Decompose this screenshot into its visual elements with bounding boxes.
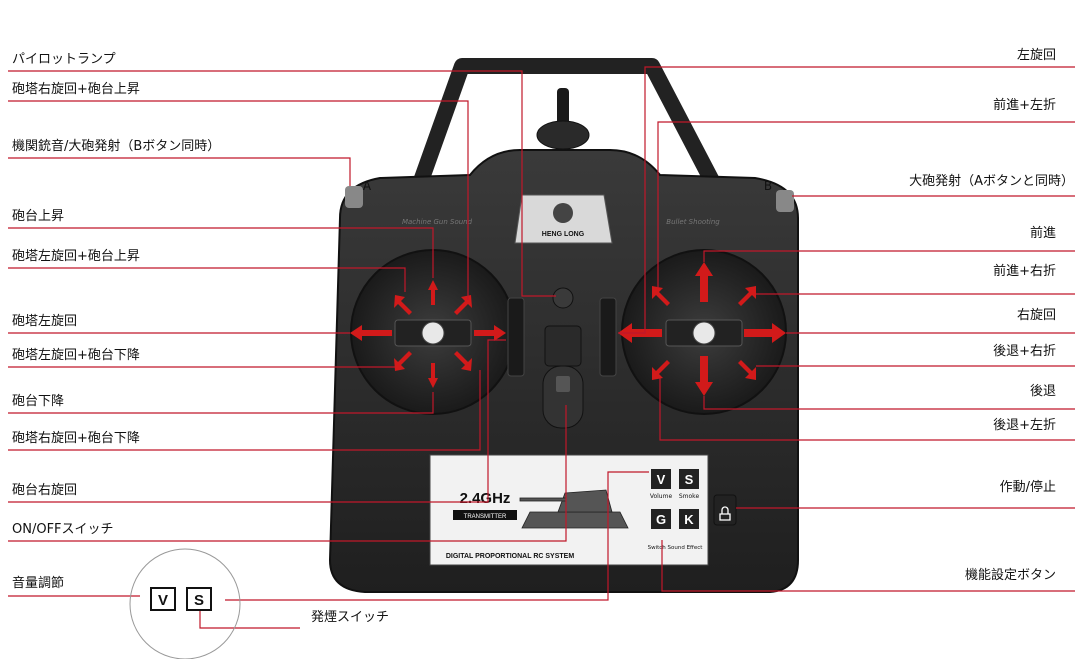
power-switch xyxy=(542,365,584,429)
lock-icon xyxy=(719,506,731,521)
label-power-switch: ON/OFFスイッチ xyxy=(12,522,114,537)
function-buttons: V S Volume Smoke G K Switch Sound Effect xyxy=(648,469,704,551)
label-turret-left-gun-down: 砲塔左旋回+砲台下降 xyxy=(12,348,140,363)
tank-illustration xyxy=(519,489,629,529)
system-label: DIGITAL PROPORTIONAL RC SYSTEM xyxy=(446,553,575,560)
zoom-volume-key xyxy=(150,587,176,611)
shoulder-button-b xyxy=(776,190,794,212)
left-trim xyxy=(507,297,525,377)
svg-text:S: S xyxy=(194,592,204,609)
svg-text:Switch Sound Effect: Switch Sound Effect xyxy=(648,545,704,551)
shoulder-button-a xyxy=(345,186,363,208)
antenna xyxy=(557,88,569,128)
left-panel-text: Machine Gun Sound xyxy=(402,218,473,226)
svg-text:V: V xyxy=(158,592,168,609)
label-reverse: 後退 xyxy=(1029,384,1056,399)
right-trim xyxy=(599,297,617,377)
leader-lines-left xyxy=(8,70,649,629)
carry-handle xyxy=(408,58,730,204)
marker-a: A xyxy=(363,179,372,193)
label-forward-right: 前進+右折 xyxy=(993,264,1056,279)
label-turret-left: 砲塔左旋回 xyxy=(12,314,78,329)
right-stick-arrows xyxy=(618,262,786,396)
brand-name: HENG LONG xyxy=(542,231,585,238)
right-stick xyxy=(692,321,716,345)
label-reverse-left: 後退+左折 xyxy=(993,418,1056,433)
label-start-stop: 作動/停止 xyxy=(999,480,1056,495)
svg-text:G: G xyxy=(656,512,666,527)
label-gun-down: 砲台下降 xyxy=(12,394,65,409)
zoom-circle xyxy=(129,548,241,659)
left-stick xyxy=(421,321,445,345)
label-turret-left-gun-up: 砲塔左旋回+砲台上昇 xyxy=(12,249,140,264)
svg-text:Volume: Volume xyxy=(650,493,673,500)
leader-lines-right xyxy=(618,66,1075,592)
zoom-smoke-key xyxy=(186,587,212,611)
svg-text:S: S xyxy=(685,472,694,487)
svg-text:Smoke: Smoke xyxy=(679,493,700,500)
band-label: 2.4GHz xyxy=(460,490,511,507)
label-turret-right-gun-up: 砲塔右旋回+砲台上昇 xyxy=(12,82,140,97)
label-pilot-lamp: パイロットランプ xyxy=(12,52,116,67)
label-turret-right: 砲台右旋回 xyxy=(12,483,78,498)
right-panel-text: Bullet Shooting xyxy=(666,218,720,226)
marker-b: B xyxy=(764,179,772,193)
pilot-lamp xyxy=(552,287,574,309)
svg-text:K: K xyxy=(684,512,694,527)
svg-text:V: V xyxy=(657,472,666,487)
label-turn-left: 左旋回 xyxy=(1016,48,1056,63)
label-forward: 前進 xyxy=(1029,226,1056,241)
band-sub-label: TRANSMITTER xyxy=(464,514,507,520)
label-reverse-right: 後退+右折 xyxy=(993,344,1056,359)
label-machine-gun: 機関銃音/大砲発射（Bボタン同時） xyxy=(12,139,221,154)
label-volume: 音量調節 xyxy=(12,576,65,591)
left-stick-arrows xyxy=(350,280,506,388)
label-turret-right-gun-down: 砲塔右旋回+砲台下降 xyxy=(12,431,140,446)
label-gun-up: 砲台上昇 xyxy=(12,209,65,224)
label-cannon-fire: 大砲発射（Aボタンと同時） xyxy=(909,174,1074,189)
label-turn-right: 右旋回 xyxy=(1016,308,1056,323)
label-forward-left: 前進+左折 xyxy=(993,98,1056,113)
label-smoke-switch: 発煙スイッチ xyxy=(311,610,390,625)
label-function-button: 機能設定ボタン xyxy=(964,568,1056,583)
brand-logo-icon xyxy=(553,203,573,223)
